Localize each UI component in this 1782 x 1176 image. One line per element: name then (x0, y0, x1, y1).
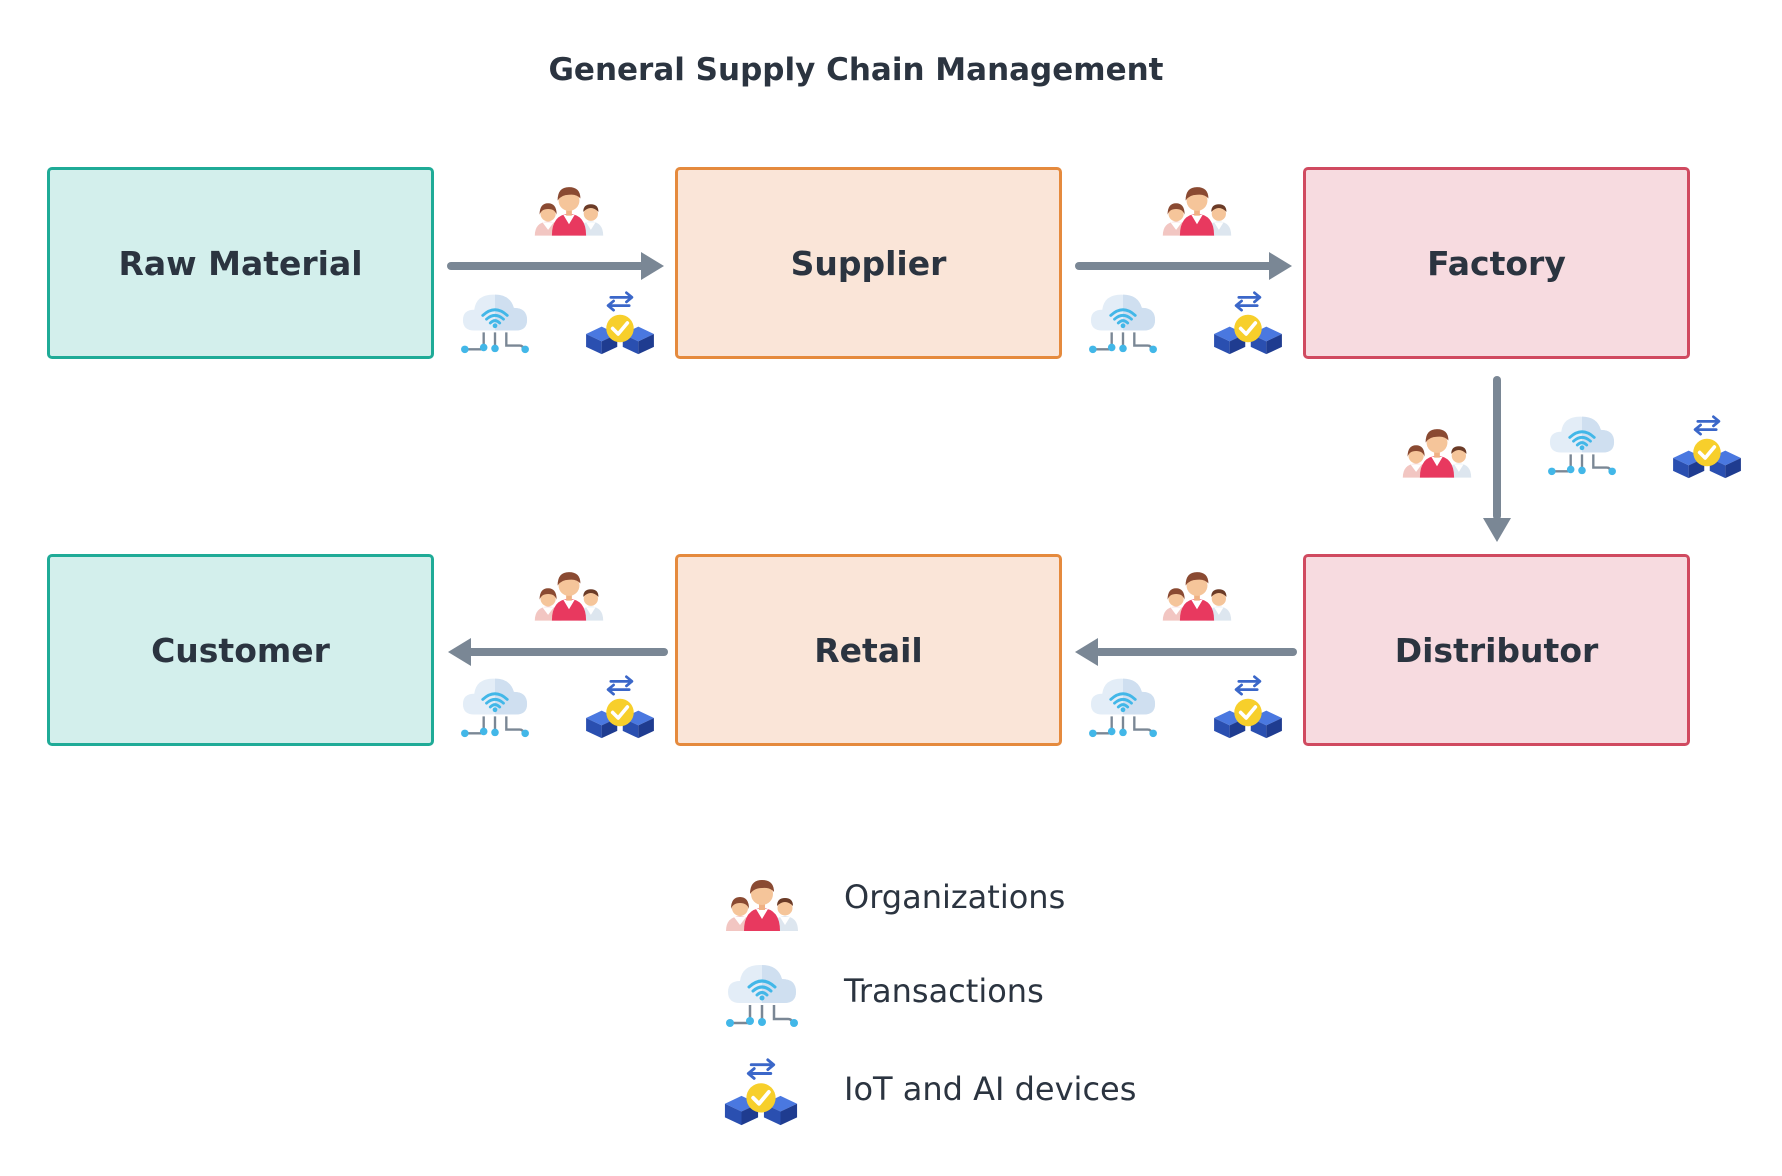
people-group-icon (1399, 418, 1475, 484)
cloud-network-icon (457, 673, 533, 739)
people-group-icon (531, 561, 607, 627)
legend-label-transactions: Transactions (844, 972, 1044, 1010)
people-group-icon (1159, 176, 1235, 242)
diagram-title: General Supply Chain Management (548, 52, 1164, 88)
blockchain-cubes-icon (1210, 674, 1286, 740)
blockchain-cubes-icon (1669, 414, 1745, 480)
legend-cloud-network-icon (722, 958, 802, 1030)
blockchain-cubes-icon (582, 674, 658, 740)
legend-label-organizations: Organizations (844, 878, 1066, 916)
blockchain-cubes-icon (582, 290, 658, 356)
arrowhead-raw-to-supplier (641, 252, 664, 280)
node-factory: Factory (1303, 167, 1690, 359)
cloud-network-icon (1085, 289, 1161, 355)
arrowhead-retail-to-customer (448, 638, 471, 666)
arrowhead-distributor-to-retail (1075, 638, 1098, 666)
node-raw-material: Raw Material (47, 167, 434, 359)
cloud-network-icon (1544, 411, 1620, 477)
cloud-network-icon (457, 289, 533, 355)
cloud-network-icon (1085, 673, 1161, 739)
blockchain-cubes-icon (1210, 290, 1286, 356)
people-group-icon (531, 176, 607, 242)
node-supplier: Supplier (675, 167, 1062, 359)
legend-blockchain-cubes-icon (722, 1056, 800, 1128)
arrowhead-supplier-to-factory (1269, 252, 1292, 280)
node-retail: Retail (675, 554, 1062, 746)
node-distributor: Distributor (1303, 554, 1690, 746)
people-group-icon (1159, 561, 1235, 627)
node-customer: Customer (47, 554, 434, 746)
arrowhead-factory-to-distributor (1483, 518, 1511, 542)
legend-people-group-icon (722, 872, 802, 934)
legend-label-devices: IoT and AI devices (844, 1070, 1137, 1108)
